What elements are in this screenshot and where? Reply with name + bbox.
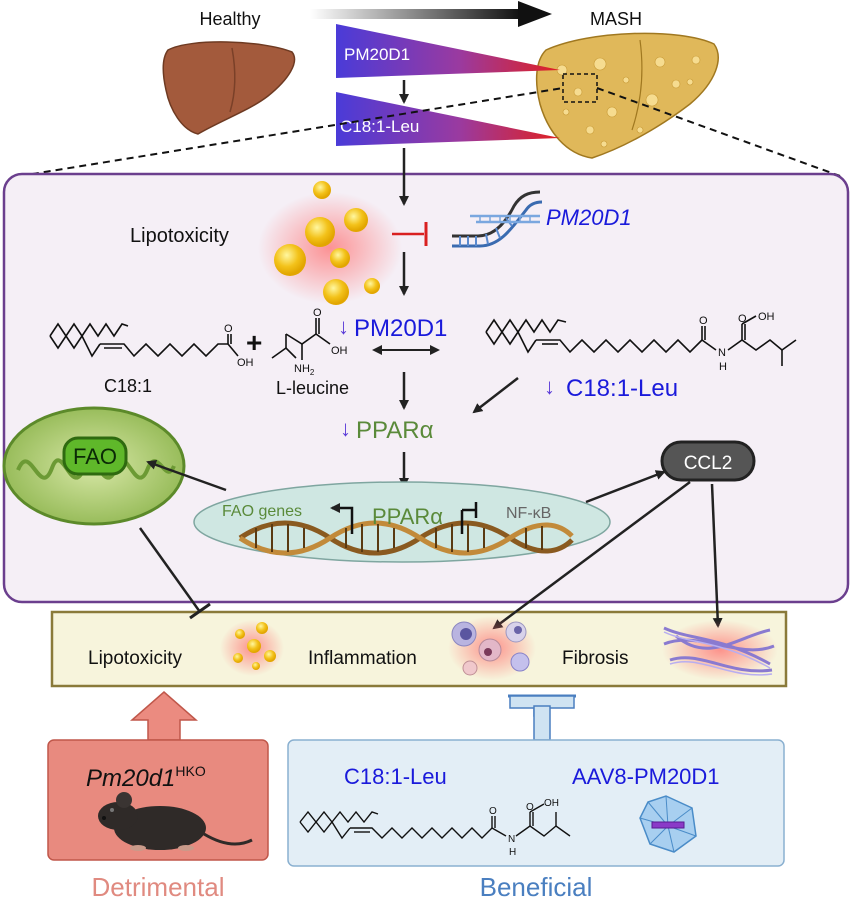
fao-genes-label: FAO genes: [222, 503, 302, 520]
amide-h: H: [719, 361, 727, 373]
plus-sign: +: [246, 327, 262, 358]
mechanism-panel: Lipotoxicity: [2, 148, 850, 604]
fao-label: FAO: [73, 444, 117, 469]
lipotoxicity-label: Lipotoxicity: [130, 225, 229, 247]
bottom-c181leu-structure: [299, 803, 571, 840]
progression-arrow: [310, 1, 552, 27]
c181leu-down-label: C18:1-Leu: [566, 375, 678, 402]
pm20d1-down-arrow-icon: ↓: [338, 314, 349, 339]
leu-oh: OH: [331, 345, 348, 357]
c181leu-structure: [485, 315, 797, 366]
mash-liver-icon: [535, 32, 719, 159]
amide-n: N: [718, 347, 726, 359]
mash-label: MASH: [590, 9, 642, 29]
leucine-structure: [271, 318, 331, 360]
c181-structure: [49, 322, 239, 358]
outcome-lipotoxicity: Lipotoxicity: [88, 648, 182, 669]
healthy-label: Healthy: [199, 9, 260, 29]
ccl2-label: CCL2: [684, 453, 733, 474]
wedge2-label: C18:1-Leu: [340, 117, 419, 136]
lipid-droplets-icon: [258, 181, 402, 305]
small-droplets-icon: [220, 620, 284, 676]
collagen-fibers-icon: [662, 620, 778, 680]
ccl2-badge: [660, 440, 756, 482]
leu-nh2: NH2: [294, 363, 315, 377]
c181leu-down-arrow-icon: ↓: [544, 374, 555, 399]
bottom-acid-o: O: [526, 802, 534, 813]
c181-label: C18:1: [104, 376, 152, 396]
amide-o: O: [699, 315, 708, 327]
leucine-label: L-leucine: [276, 378, 349, 398]
pm20d1-enzyme-label: PM20D1: [354, 315, 447, 342]
amide-oh: OH: [758, 311, 775, 323]
beneficial-caption: Beneficial: [480, 872, 593, 900]
inhibition-bar: [392, 222, 428, 246]
leu-o: O: [313, 307, 322, 319]
outcome-fibrosis: Fibrosis: [562, 648, 629, 669]
top-section: Healthy MASH PM20D1: [19, 1, 841, 177]
pm20d1-wedge: PM20D1: [336, 24, 560, 78]
bottom-amide-o: O: [489, 806, 497, 817]
compound-label: C18:1-Leu: [344, 764, 447, 789]
acid-oh: OH: [237, 357, 254, 369]
nfkb-label: NF-κB: [506, 505, 551, 522]
model-name: Pm20d1HKO: [86, 763, 206, 792]
gene-dna-icon: [452, 190, 543, 248]
detrimental-panel: [47, 691, 269, 861]
mitochondrion-icon: [2, 406, 186, 526]
dna-helix-icon: [238, 520, 574, 556]
ppara-down-arrow-icon: ↓: [340, 416, 351, 441]
bottom-oh: OH: [544, 798, 559, 809]
ppara-down-label: PPARα: [356, 417, 434, 444]
c181leu-wedge: C18:1-Leu: [336, 92, 560, 146]
vector-label: AAV8-PM20D1: [572, 764, 720, 789]
mouse-icon: [98, 792, 253, 851]
outcome-inflammation: Inflammation: [308, 648, 417, 669]
aav-capsid-icon: [639, 795, 697, 853]
bottom-n: N: [508, 834, 515, 845]
acid-o: O: [224, 323, 233, 335]
wedge1-label: PM20D1: [344, 45, 410, 64]
detrimental-caption: Detrimental: [92, 872, 225, 900]
immune-cells-icon: [448, 616, 536, 680]
ppara-dna-label: PPARα: [372, 504, 443, 529]
bottom-h: H: [509, 847, 516, 858]
pm20d1-gene-label: PM20D1: [546, 205, 632, 230]
amide-acid-o: O: [738, 313, 747, 325]
healthy-liver-icon: [162, 41, 296, 135]
